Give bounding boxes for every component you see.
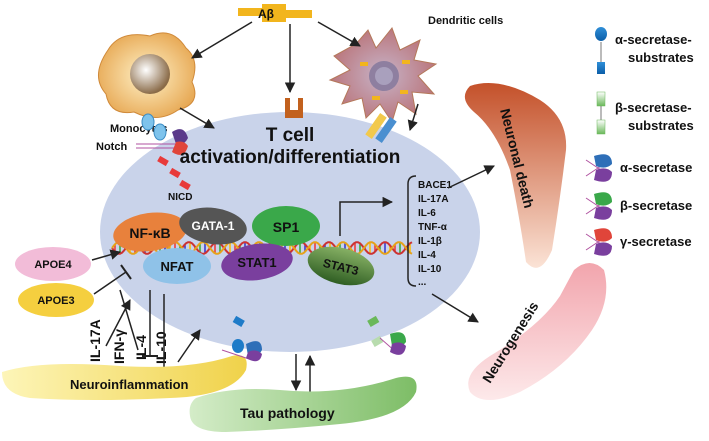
apoe3-label: APOE3 bbox=[37, 295, 74, 307]
neuroinflammation-label: Neuroinflammation bbox=[70, 377, 189, 392]
gene-list-bracket bbox=[407, 175, 417, 287]
legend-beta-substrates-line2: substrates bbox=[628, 118, 694, 133]
legend-alpha-substrates-line1: α-secretase- bbox=[615, 32, 692, 47]
arrow-neuroinflammation-tcell bbox=[177, 329, 201, 363]
sp1-label: SP1 bbox=[273, 219, 300, 235]
arrow-abeta-dendritic bbox=[317, 21, 361, 47]
apoe4-label: APOE4 bbox=[34, 259, 72, 271]
nicd-label: NICD bbox=[168, 192, 192, 203]
notch-label: Notch bbox=[96, 141, 127, 153]
neuronal-death-shape bbox=[464, 83, 567, 268]
tau-pathology-label: Tau pathology bbox=[240, 405, 335, 421]
alpha-secretase-bottom-icon bbox=[221, 341, 262, 362]
arrow-to-neuronal-death bbox=[447, 165, 495, 189]
dendritic-cell bbox=[328, 26, 438, 124]
inhibit-apoe3-tcell bbox=[93, 264, 132, 295]
gene-item: IL-17A bbox=[418, 194, 449, 205]
legend-alpha-substrates-line2: substrates bbox=[628, 50, 694, 65]
legend-alpha-secretase: α-secretase bbox=[620, 160, 692, 175]
stat1-factor: STAT1 bbox=[221, 243, 293, 281]
gene-item: BACE1 bbox=[418, 180, 452, 191]
arrow-to-neurogenesis bbox=[431, 293, 479, 323]
tcell-title-line1: T cell bbox=[266, 125, 315, 146]
gata1-label: GATA-1 bbox=[192, 219, 235, 233]
sp1-factor: SP1 bbox=[252, 206, 320, 246]
monocyte-cell bbox=[98, 32, 196, 118]
gene-item: ... bbox=[418, 277, 427, 288]
cytokine-label: IL-4 bbox=[133, 335, 149, 360]
gene-item: IL-6 bbox=[418, 208, 436, 219]
tau-pathology-shape bbox=[189, 376, 417, 432]
nfat-factor: NFAT bbox=[143, 248, 211, 284]
legend-alpha-secretase-icon bbox=[585, 154, 612, 182]
apoe3-node: APOE3 bbox=[18, 283, 94, 317]
gene-item: TNF-α bbox=[418, 222, 448, 233]
cytokine-label: IFN-γ bbox=[111, 329, 127, 364]
cytokine-arrow-2 bbox=[119, 289, 139, 351]
mhc-complex bbox=[365, 113, 397, 143]
dendritic-cells-label: Dendritic cells bbox=[428, 15, 503, 27]
nfkb-factor: NF-κB bbox=[113, 212, 187, 252]
arrow-monocytes-tcell bbox=[179, 107, 215, 129]
t-cell-receptor bbox=[285, 98, 303, 118]
abeta-label: Aβ bbox=[258, 7, 274, 21]
legend-beta-substrates-line1: β-secretase- bbox=[615, 100, 692, 115]
gene-item: IL-1β bbox=[418, 236, 442, 247]
nfat-label: NFAT bbox=[161, 259, 194, 274]
legend-gamma-secretase-icon bbox=[585, 228, 612, 256]
cytokine-label: IL-10 bbox=[153, 331, 169, 364]
legend-beta-secretase-icon bbox=[585, 192, 612, 220]
legend-beta-substrate-icon bbox=[596, 91, 606, 135]
gata1-factor: GATA-1 bbox=[179, 207, 247, 245]
neuroinflammation-shape bbox=[2, 355, 247, 400]
transcription-arrow bbox=[339, 196, 394, 236]
legend: α-secretase- substrates β-secretase- sub… bbox=[585, 27, 694, 256]
legend-beta-secretase: β-secretase bbox=[620, 198, 692, 213]
beta-secretase-bottom-icon bbox=[379, 332, 406, 355]
abeta-peptide: Aβ bbox=[238, 4, 312, 22]
gene-item: IL-4 bbox=[418, 250, 436, 261]
arrow-apoe4-tcell bbox=[91, 249, 122, 261]
stat3-factor: STAT3 bbox=[307, 246, 375, 286]
arrow-dendritic-tcell bbox=[407, 103, 419, 132]
neurogenesis-shape bbox=[468, 263, 607, 400]
tcell-title-line2: activation/differentiation bbox=[180, 147, 401, 168]
cytokine-label: IL-17A bbox=[87, 319, 103, 362]
nfkb-label: NF-κB bbox=[129, 225, 170, 241]
cytokine-labels: IL-17A IFN-γ IL-4 IL-10 bbox=[87, 319, 169, 364]
legend-alpha-substrate-icon bbox=[595, 27, 607, 74]
legend-gamma-secretase: γ-secretase bbox=[620, 234, 692, 249]
arrow-abeta-monocytes bbox=[191, 21, 253, 59]
gene-item: IL-10 bbox=[418, 264, 442, 275]
gene-list: BACE1 IL-17A IL-6 TNF-α IL-1β IL-4 IL-10… bbox=[418, 180, 452, 288]
alpha-substrate-icon bbox=[232, 315, 245, 353]
stat1-label: STAT1 bbox=[237, 255, 276, 270]
apoe4-node: APOE4 bbox=[15, 247, 91, 281]
notch-complex bbox=[136, 113, 191, 191]
